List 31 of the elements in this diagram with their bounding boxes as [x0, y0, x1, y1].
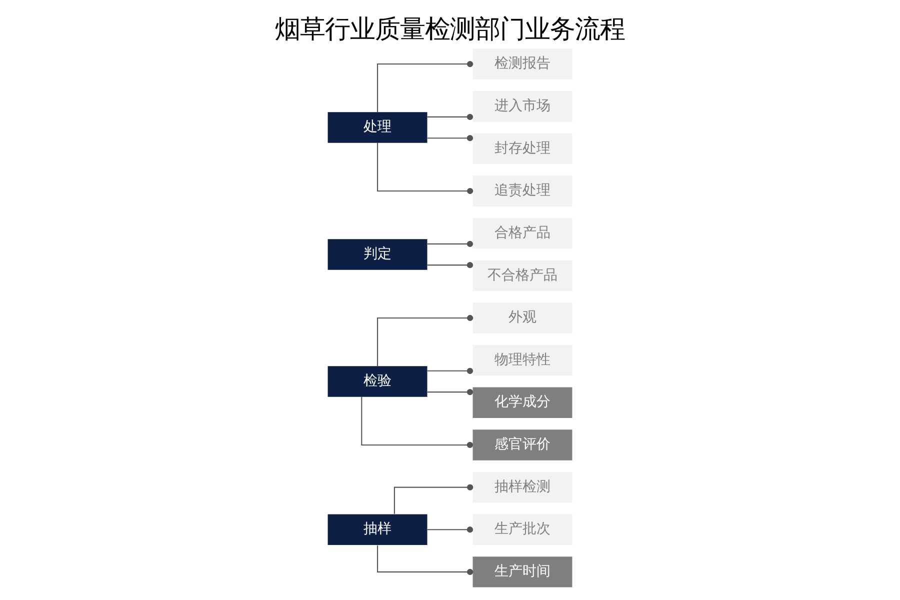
- node-box: 感官评价: [472, 430, 572, 460]
- diagram-title: 烟草行业质量检测部门业务流程: [275, 13, 625, 44]
- connector: [427, 389, 474, 396]
- connector: [427, 368, 474, 374]
- node-box: 物理特性: [472, 344, 572, 376]
- node-box: 不合格产品: [472, 260, 572, 291]
- node-box: 合格产品: [472, 218, 572, 249]
- node-box: 检测报告: [472, 48, 572, 80]
- connector: [427, 526, 474, 533]
- node-box: 抽样: [328, 514, 428, 545]
- node-box: 生产批次: [472, 514, 572, 545]
- node-box: 处理: [328, 112, 428, 143]
- connector: [361, 396, 473, 448]
- node-box: 进入市场: [472, 91, 572, 122]
- node-box: 封存处理: [472, 133, 572, 164]
- node-box: 化学成分: [472, 387, 572, 418]
- node-box: 抽样检测: [472, 472, 572, 503]
- node-box: 判定: [328, 239, 428, 270]
- connector: [394, 484, 474, 514]
- connector: [376, 314, 474, 366]
- connector: [427, 114, 474, 120]
- node-box: 检验: [328, 366, 428, 397]
- connector: [427, 240, 474, 247]
- connector: [376, 545, 474, 576]
- node-box: 生产时间: [472, 556, 572, 588]
- connector: [427, 262, 474, 268]
- connector: [376, 142, 474, 194]
- connector: [427, 135, 474, 142]
- connector: [376, 60, 474, 112]
- node-box: 追责处理: [472, 176, 572, 206]
- node-box: 外观: [472, 302, 572, 334]
